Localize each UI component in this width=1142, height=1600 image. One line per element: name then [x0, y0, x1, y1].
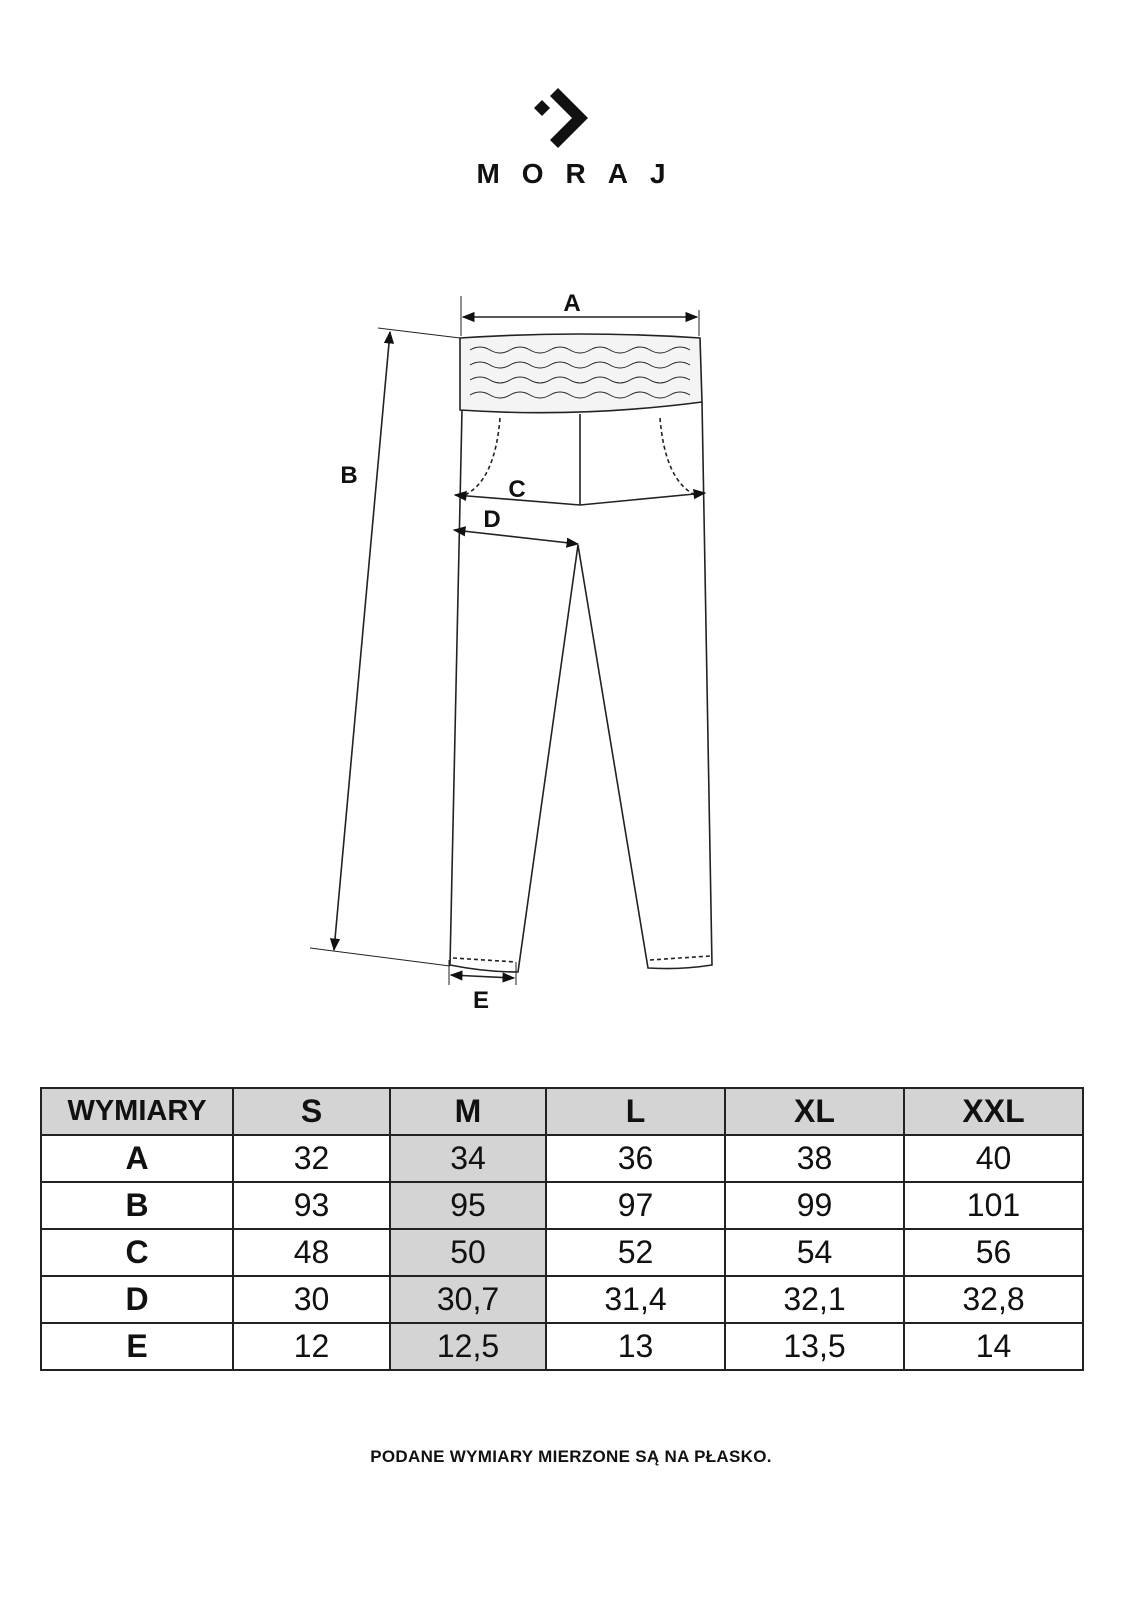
- table-cell: 40: [903, 1134, 1084, 1183]
- table-cell: 48: [232, 1228, 391, 1277]
- table-cell: 101: [903, 1181, 1084, 1230]
- table-cell: 12: [232, 1322, 391, 1371]
- header-cell: S: [232, 1087, 391, 1136]
- table-header-row: WYMIARY S M L XL XXL: [40, 1087, 1084, 1136]
- label-a: A: [563, 290, 580, 317]
- table-cell: 30,7: [389, 1275, 547, 1324]
- header-cell: XXL: [903, 1087, 1084, 1136]
- table-cell: 13,5: [724, 1322, 905, 1371]
- table-cell: 32,1: [724, 1275, 905, 1324]
- table-cell: 36: [545, 1134, 726, 1183]
- table-cell: 99: [724, 1181, 905, 1230]
- table-cell: 95: [389, 1181, 547, 1230]
- label-c: C: [508, 476, 525, 503]
- table-row: C 48 50 52 54 56: [40, 1228, 1084, 1277]
- table-cell: 38: [724, 1134, 905, 1183]
- row-label: E: [40, 1322, 234, 1371]
- table-row: D 30 30,7 31,4 32,1 32,8: [40, 1275, 1084, 1324]
- row-label: B: [40, 1181, 234, 1230]
- table-cell: 13: [545, 1322, 726, 1371]
- header-cell: XL: [724, 1087, 905, 1136]
- header-cell: M: [389, 1087, 547, 1136]
- table-cell: 30: [232, 1275, 391, 1324]
- table-cell: 56: [903, 1228, 1084, 1277]
- table-cell: 50: [389, 1228, 547, 1277]
- row-label: C: [40, 1228, 234, 1277]
- table-cell: 52: [545, 1228, 726, 1277]
- measurement-note: PODANE WYMIARY MIERZONE SĄ NA PŁASKO.: [370, 1447, 772, 1466]
- header-cell: L: [545, 1087, 726, 1136]
- label-b: B: [340, 462, 357, 489]
- table-cell: 32,8: [903, 1275, 1084, 1324]
- pants-measurement-diagram: A B C D E: [309, 290, 713, 1014]
- table-row: E 12 12,5 13 13,5 14: [40, 1322, 1084, 1371]
- table-cell: 32: [232, 1134, 391, 1183]
- table-cell: 31,4: [545, 1275, 726, 1324]
- table-cell: 97: [545, 1181, 726, 1230]
- table-cell: 34: [389, 1134, 547, 1183]
- table-row: A 32 34 36 38 40: [40, 1134, 1084, 1183]
- table-row: B 93 95 97 99 101: [40, 1181, 1084, 1230]
- label-d: D: [483, 506, 500, 533]
- table-cell: 93: [232, 1181, 391, 1230]
- row-label: D: [40, 1275, 234, 1324]
- header-cell: WYMIARY: [40, 1087, 234, 1136]
- table-cell: 14: [903, 1322, 1084, 1371]
- table-cell: 12,5: [389, 1322, 547, 1371]
- size-table: WYMIARY S M L XL XXL A 32 34 36 38 40 B …: [40, 1087, 1084, 1371]
- row-label: A: [40, 1134, 234, 1183]
- brand-logo-icon: [534, 88, 588, 148]
- table-cell: 54: [724, 1228, 905, 1277]
- brand-name: MORAJ: [476, 158, 688, 189]
- label-e: E: [473, 987, 489, 1014]
